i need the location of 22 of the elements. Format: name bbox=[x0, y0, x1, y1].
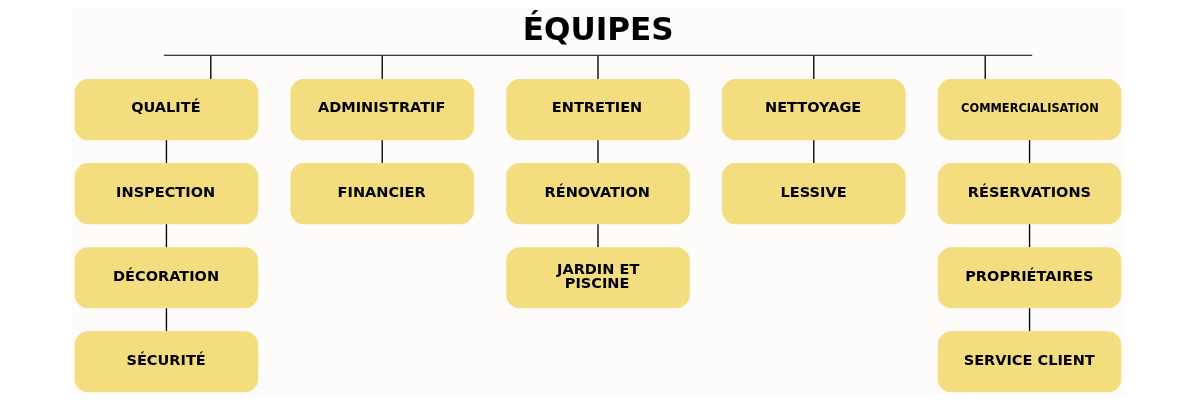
node-box: LESSIVE bbox=[721, 163, 906, 225]
node-box: COMMERCIALISATION bbox=[937, 79, 1122, 141]
node-box: SERVICE CLIENT bbox=[937, 331, 1122, 393]
node-box: RÉSERVATIONS bbox=[937, 163, 1122, 225]
node-box: ENTRETIEN bbox=[506, 79, 690, 141]
node-box: JARDIN ET PISCINE bbox=[506, 247, 690, 309]
node-box: ADMINISTRATIF bbox=[290, 79, 475, 141]
connector bbox=[984, 55, 986, 80]
node-box: QUALITÉ bbox=[74, 79, 259, 141]
node-bar bbox=[163, 54, 1033, 56]
node-box: NETTOYAGE bbox=[721, 79, 906, 141]
diagram-title: ÉQUIPES bbox=[522, 11, 674, 48]
node-box: DÉCORATION bbox=[74, 247, 259, 309]
node-box: INSPECTION bbox=[74, 163, 259, 225]
node-box: PROPRIÉTAIRES bbox=[937, 247, 1122, 309]
node-box: RÉNOVATION bbox=[506, 163, 690, 225]
connector bbox=[597, 55, 599, 80]
connector bbox=[813, 55, 815, 80]
connector bbox=[210, 55, 212, 80]
node-box: SÉCURITÉ bbox=[74, 331, 259, 393]
node-box: FINANCIER bbox=[290, 163, 475, 225]
connector bbox=[381, 55, 383, 80]
